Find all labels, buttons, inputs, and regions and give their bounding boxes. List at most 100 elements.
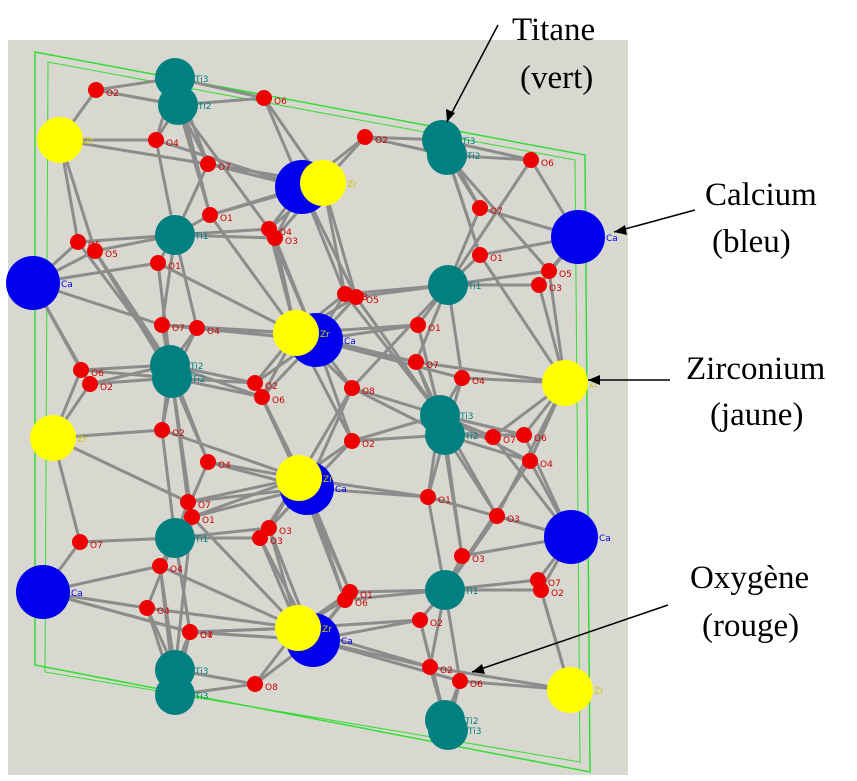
oxygen-atom-9 [70, 234, 86, 250]
oxygen-atom-21 [73, 362, 89, 378]
bond-232 [495, 382, 567, 517]
oxygen-atom-11 [267, 230, 283, 246]
oxygen-atom-label-42: O7 [548, 579, 561, 589]
oxygen-atom-label-2: O4 [166, 139, 179, 149]
callout-oxygene-arrow-line [471, 604, 669, 673]
bond-224 [478, 254, 567, 384]
titanium-atom-label-15: Ti3 [467, 727, 481, 737]
oxygen-atom-44 [533, 582, 549, 598]
oxygen-atom-label-28: O2 [172, 429, 185, 439]
oxygen-atom-13 [472, 247, 488, 263]
oxygen-atom-label-8: O7 [490, 207, 503, 217]
oxygen-atom-label-45: O4 [157, 607, 170, 617]
oxygen-atom-label-50: O4 [200, 631, 213, 641]
callout-titane-arrow-line [446, 24, 499, 123]
zirconium-atom-6 [275, 605, 321, 651]
oxygen-atom-label-24: O4 [472, 377, 485, 387]
oxygen-atom-label-25: O2 [265, 382, 278, 392]
callout-calcium-color: (bleu) [712, 224, 791, 260]
titanium-atom-label-11: Ti1 [464, 587, 478, 597]
titanium-atom-10 [155, 518, 195, 558]
oxygen-atom-label-35: O1 [438, 496, 451, 506]
titanium-atom-label-14: Ti2 [464, 717, 478, 727]
calcium-atom-5 [544, 510, 598, 564]
calcium-atom-label-5: Ca [599, 534, 611, 544]
oxygen-atom-0 [88, 82, 104, 98]
oxygen-atom-20 [410, 317, 426, 333]
zirconium-atom-label-4: Zr [77, 435, 87, 445]
oxygen-atom-label-22: O2 [100, 383, 113, 393]
titanium-atom-label-1: Ti2 [197, 102, 211, 112]
titanium-atom-11 [425, 570, 465, 610]
oxygen-atom-1 [256, 90, 272, 106]
titanium-atom-label-4: Ti1 [194, 232, 208, 242]
zirconium-atom-7 [547, 667, 593, 713]
oxygen-atom-label-29: O2 [362, 440, 375, 450]
oxygen-atom-31 [485, 429, 501, 445]
zirconium-atom-label-5: Zr [323, 475, 333, 485]
calcium-atom-label-1: Ca [606, 234, 618, 244]
titanium-atom-label-0: Ti3 [194, 75, 208, 85]
callout-calcium-arrowhead [614, 225, 627, 235]
oxygen-atom-40 [252, 530, 268, 546]
oxygen-atom-38 [72, 534, 88, 550]
calcium-atom-label-6: Ca [71, 589, 83, 599]
bond-210 [208, 214, 298, 334]
oxygen-atom-53 [247, 676, 263, 692]
oxygen-atom-47 [337, 592, 353, 608]
oxygen-atom-27 [344, 380, 360, 396]
oxygen-atom-41 [454, 548, 470, 564]
bond-227 [415, 360, 566, 385]
oxygen-atom-label-41: O3 [472, 555, 485, 565]
calcium-atom-6 [16, 565, 70, 619]
oxygen-atom-32 [516, 427, 532, 443]
oxygen-atom-30 [200, 454, 216, 470]
callout-zirconium-arrowhead [588, 375, 600, 385]
calcium-atom-2 [6, 256, 60, 310]
oxygen-atom-label-32: O6 [534, 434, 547, 444]
bond-241 [161, 428, 300, 480]
oxygen-atom-50 [182, 624, 198, 640]
zirconium-atom-1 [300, 160, 346, 206]
callout-oxygene-name: Oxygène [690, 560, 809, 596]
oxygen-atom-label-26: O6 [272, 396, 285, 406]
zirconium-atom-3 [542, 360, 588, 406]
bond-213 [157, 261, 297, 335]
callout-titane: Titane (vert) [446, 12, 595, 123]
oxygen-atom-17 [348, 289, 364, 305]
oxygen-atom-3 [357, 129, 373, 145]
oxygen-atom-label-27: O8 [362, 387, 375, 397]
bond-265 [429, 665, 571, 692]
zirconium-atom-0 [37, 117, 83, 163]
oxygen-atom-18 [154, 317, 170, 333]
calcium-atom-label-2: Ca [61, 280, 73, 290]
oxygen-atom-label-23: O7 [426, 361, 439, 371]
zirconium-atom-label-7: Zr [594, 687, 604, 697]
titanium-atom-1 [158, 85, 198, 125]
bond-30 [446, 159, 533, 286]
bond-199 [59, 138, 209, 166]
titanium-atom-13 [155, 675, 195, 715]
oxygen-atom-label-15: O5 [559, 270, 572, 280]
oxygen-atom-label-10: O5 [105, 250, 118, 260]
oxygen-atom-label-52: O6 [470, 680, 483, 690]
callout-titane-arrowhead [446, 109, 455, 122]
oxygen-atom-label-48: O2 [430, 619, 443, 629]
oxygen-atom-48 [412, 612, 428, 628]
zirconium-atom-label-3: Zr [589, 380, 599, 390]
titanium-atom-3 [427, 135, 467, 175]
oxygen-atom-label-16: O3 [549, 284, 562, 294]
oxygen-atom-label-21: O6 [91, 369, 104, 379]
titanium-atom-15 [428, 710, 468, 750]
bond-65 [170, 377, 194, 518]
oxygen-atom-35 [420, 489, 436, 505]
zirconium-atom-5 [276, 455, 322, 501]
oxygen-atom-45 [139, 600, 155, 616]
callout-calcium-arrow-line [613, 209, 696, 233]
bond-255 [146, 606, 299, 630]
oxygen-atom-label-12: O1 [168, 262, 181, 272]
titanium-atom-label-12: Ti3 [194, 667, 208, 677]
oxygen-atom-label-40: O3 [270, 537, 283, 547]
oxygen-atom-label-13: O1 [490, 254, 503, 264]
